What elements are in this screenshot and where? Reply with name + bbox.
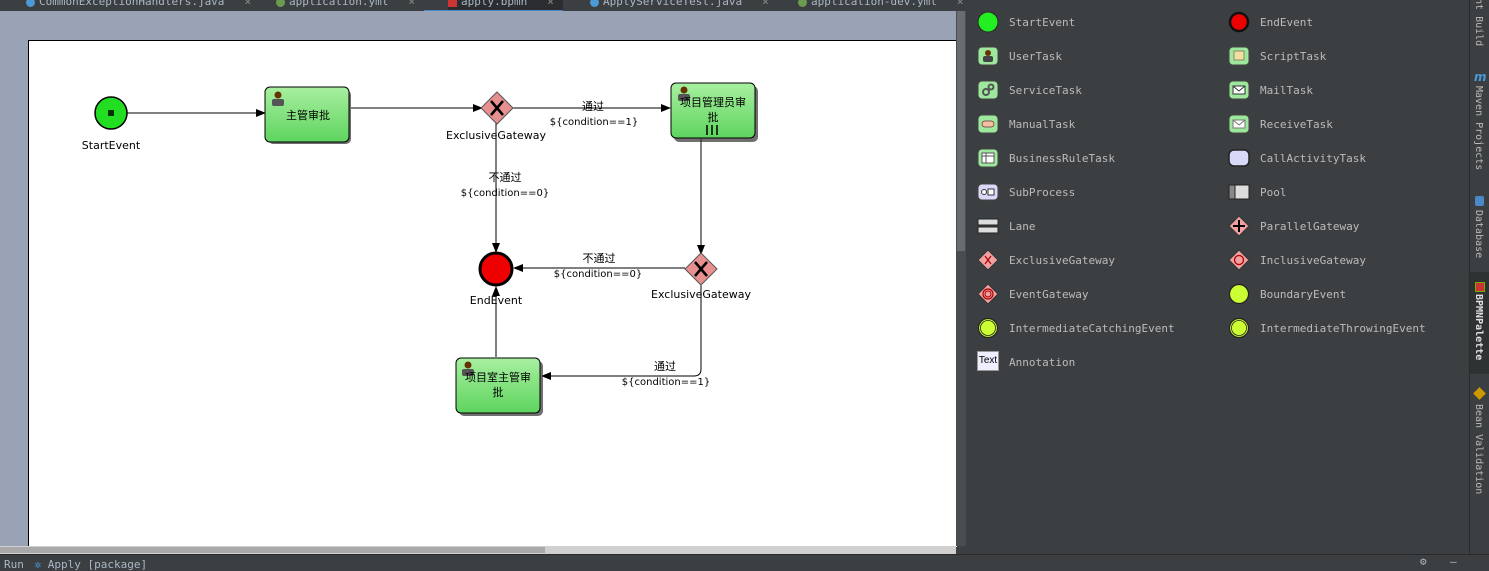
mail-task-icon [1228,80,1250,100]
tool-window-strip: Ant Build m Maven Projects Database BPMN… [1469,0,1489,554]
scrollbar-thumb[interactable] [0,547,545,553]
start-event-label: StartEvent [82,139,141,152]
bpmn-file-icon [448,0,457,7]
exclusive-gateway-icon [977,249,999,271]
bean-validation-tab[interactable]: Bean Validation [1473,404,1484,495]
close-icon[interactable]: × [762,0,769,8]
editor-vertical-scrollbar[interactable] [956,11,966,546]
gateway-1-label: ExclusiveGateway [446,129,546,142]
parallel-gateway-icon [1228,215,1250,237]
task-label: 主管审批 [286,108,330,122]
flow-label-pass-2: 通过 [654,360,676,373]
bpmn-palette-icon [1475,282,1485,292]
pool-icon [1228,184,1250,200]
ant-build-tab[interactable]: Ant Build [1473,0,1484,47]
active-tool-window-highlight [1470,272,1489,374]
user-task-room-approval[interactable]: 项目室主管审 批 [455,357,543,416]
yml-file-icon [798,0,807,7]
exclusive-gateway-1[interactable] [480,91,514,125]
user-task-icon [977,46,999,66]
flow-condition-pass-2: ${condition==1} [622,377,710,388]
service-task-icon [977,80,999,100]
annotation-icon: Text [977,351,999,371]
maven-projects-tab[interactable]: Maven Projects [1473,86,1484,171]
flow-label-pass-1: 通过 [582,100,604,113]
end-event-icon [1228,11,1250,33]
task-label-line1: 项目室主管审 [465,370,531,384]
active-tab-indicator [424,10,563,11]
scrollbar-thumb[interactable] [957,11,965,251]
start-event[interactable] [94,96,128,130]
subprocess-icon [977,183,999,201]
call-activity-task-icon [1228,149,1250,167]
gateway-2-label: ExclusiveGateway [651,288,751,301]
bpmn-canvas[interactable]: 通过 ${condition==1} 不通过 ${condition==0} 不… [28,40,957,547]
bpmn-palette-panel: StartEvent EndEvent UserTask ScriptTask … [966,0,1469,554]
java-class-icon [26,0,35,7]
tab-apply-bpmn[interactable]: apply.bpmn× [448,0,563,11]
palette-header-fragment [988,0,1018,4]
tab-commonexceptionhandlers[interactable]: CommonExceptionHandlers.java× [26,0,251,11]
bpmn-palette-tab[interactable]: BPMNPalette [1473,294,1484,361]
tab-applyservicetest[interactable]: ApplyServiceTest.java× [590,0,769,11]
user-icon [678,86,690,101]
java-class-icon [590,0,599,7]
maven-icon: m [1474,70,1487,84]
task-label-line2: 批 [708,110,719,124]
yml-file-icon [276,0,285,7]
receive-task-icon [1228,114,1250,134]
gear-icon: ✲ [34,558,42,571]
event-gateway-icon [977,283,999,305]
task-label-line2: 批 [493,385,504,399]
user-task-pm-approval[interactable]: 项目管理员审 批 [670,82,758,142]
bean-validation-icon [1473,387,1486,400]
multi-instance-icon [706,125,718,135]
tab-application-dev-yml[interactable]: application-dev.yml× [798,0,963,11]
boundary-event-icon [1228,283,1250,305]
minimize-icon[interactable]: — [1450,555,1457,568]
database-icon [1475,196,1484,206]
close-icon[interactable]: × [244,0,252,8]
database-tab[interactable]: Database [1473,210,1484,259]
settings-gear-icon[interactable]: ⚙ [1420,555,1427,568]
close-icon[interactable]: × [408,0,415,8]
editor-tab-bar: CommonExceptionHandlers.java× applicatio… [0,0,966,11]
intermediate-throwing-event-icon [1228,317,1250,339]
close-icon[interactable]: × [956,0,964,8]
run-indicator[interactable]: Run ✲ Apply [package] [4,558,148,571]
bpmn-diagram[interactable]: 通过 ${condition==1} 不通过 ${condition==0} 不… [29,41,957,547]
flow-condition-reject-2: ${condition==0} [554,269,642,280]
flow-label-reject-1: 不通过 [489,171,522,184]
editor-horizontal-scrollbar[interactable] [0,546,956,554]
user-task-manager-approval[interactable]: 主管审批 [264,86,351,144]
inclusive-gateway-icon [1228,249,1250,271]
start-event-icon [108,110,114,116]
lane-icon [977,218,999,234]
flow-condition-reject-1: ${condition==0} [461,188,549,199]
tab-application-yml[interactable]: application.yml× [276,0,415,11]
business-rule-task-icon [977,148,999,168]
user-icon [272,91,284,106]
close-icon[interactable]: × [547,0,554,8]
user-icon [462,361,474,376]
run-status-bar: Run ✲ Apply [package] ⚙ — [0,554,1489,571]
end-event-label: EndEvent [470,294,523,307]
intermediate-catching-event-icon [977,317,999,339]
flow-condition-pass-1: ${condition==1} [550,117,638,128]
exclusive-gateway-2[interactable] [684,252,718,286]
manual-task-icon [977,114,999,134]
task-label-line1: 项目管理员审 [680,95,746,109]
flow-label-reject-2: 不通过 [583,252,616,265]
end-event[interactable] [478,251,514,287]
script-task-icon [1228,46,1250,66]
flow-gateway2-to-room[interactable] [541,284,702,380]
start-event-icon [977,11,999,33]
